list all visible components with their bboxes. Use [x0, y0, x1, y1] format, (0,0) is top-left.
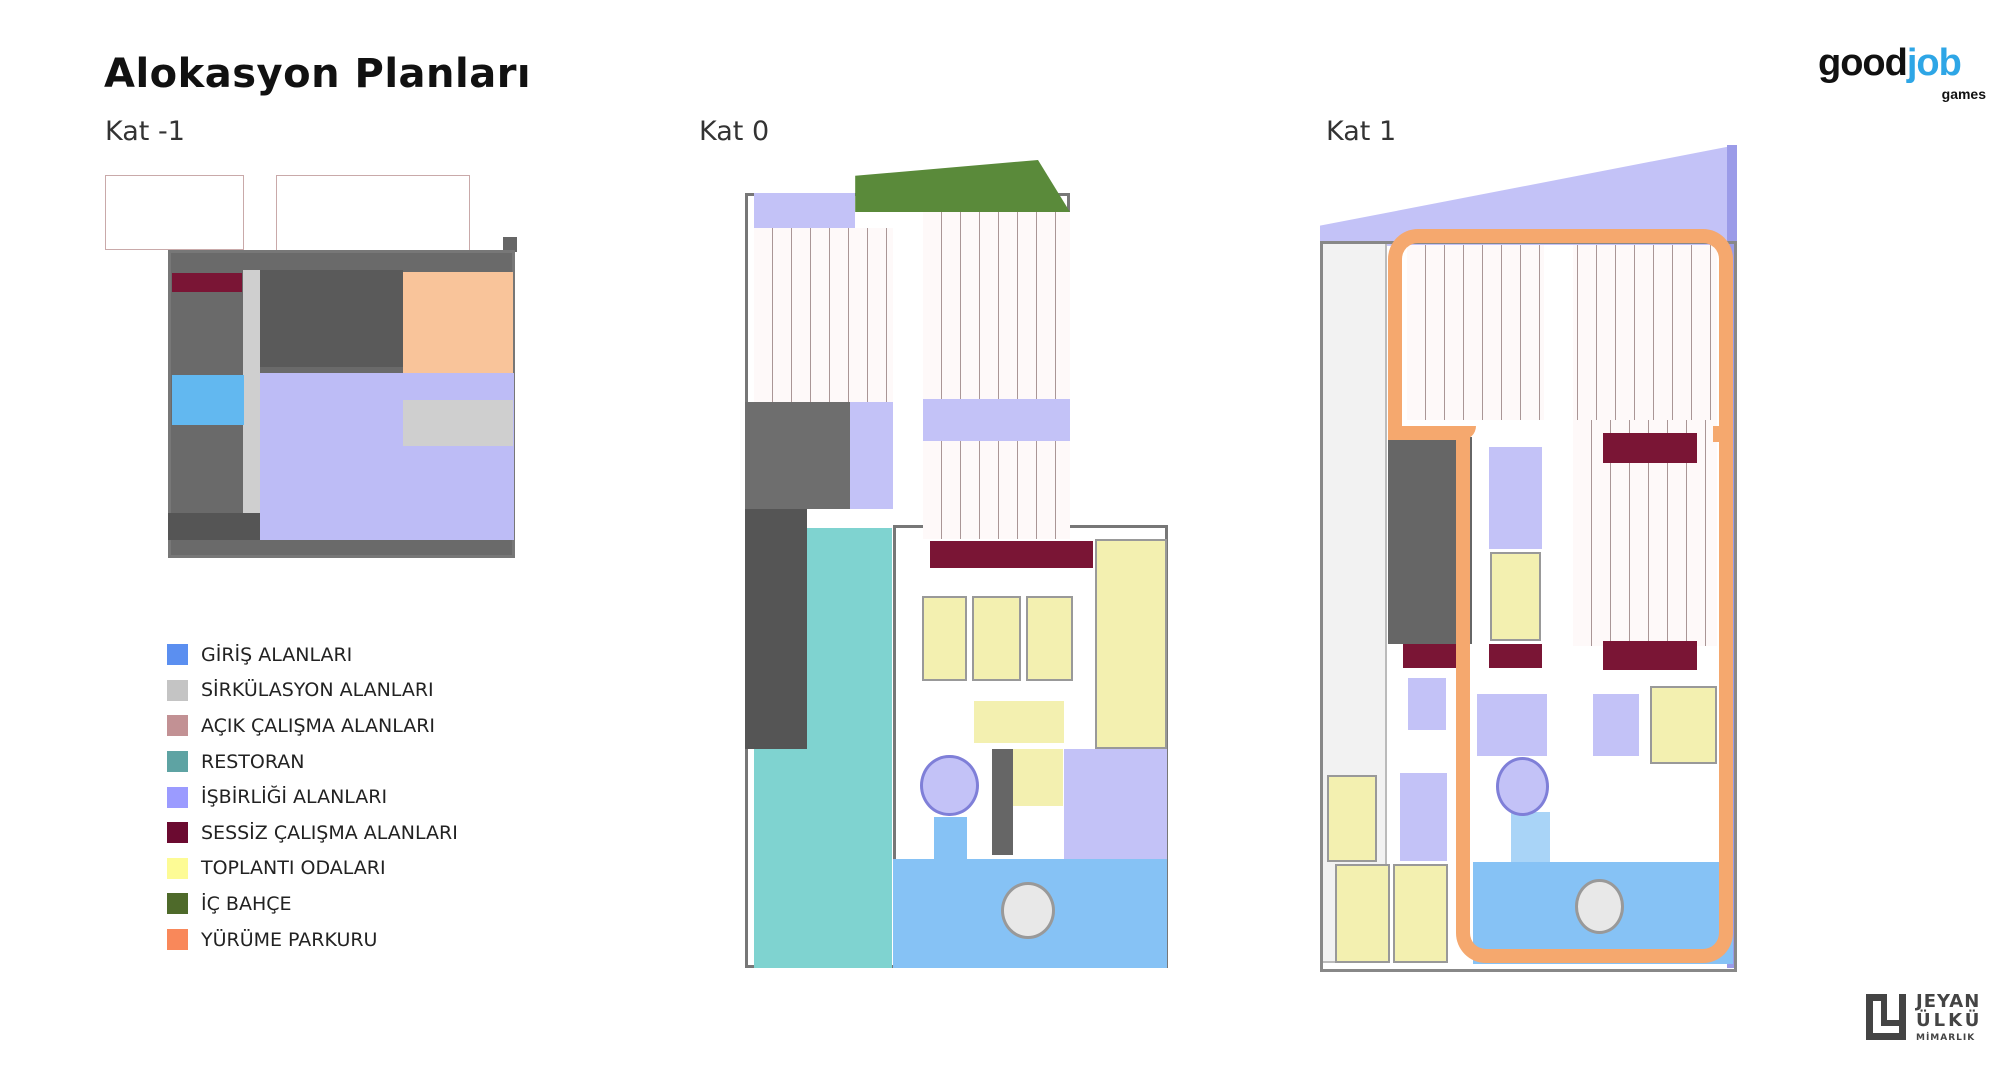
zone-ic-bahce	[855, 160, 1071, 213]
legend-item-sessiz-calisma: SESSİZ ÇALIŞMA ALANLARI	[167, 815, 458, 851]
zone-toplanti	[973, 701, 1064, 743]
zone-acik-calisma	[923, 441, 1070, 539]
legend: GİRİŞ ALANLARI SİRKÜLASYON ALANLARI AÇIK…	[167, 637, 458, 957]
legend-swatch	[167, 751, 188, 773]
zone-yurume-parkuru	[1388, 229, 1734, 435]
zone-neighbor-outline	[276, 175, 470, 252]
zone-isbirligi	[1476, 694, 1547, 756]
zone-isbirligi	[1592, 694, 1640, 756]
zone-restoran	[806, 528, 892, 749]
zone-toplanti	[1013, 748, 1064, 807]
legend-label: İÇ BAHÇE	[201, 892, 292, 915]
legend-swatch	[167, 893, 188, 915]
logo-job: job	[1906, 42, 1962, 84]
zone-sessiz-calisma	[929, 541, 1094, 568]
zone-isbirligi	[1408, 678, 1447, 730]
legend-swatch	[167, 679, 188, 701]
logo-wordmark: goodjob	[1818, 42, 1962, 84]
zone-service	[992, 748, 1014, 856]
column	[503, 236, 517, 252]
legend-swatch	[167, 929, 188, 951]
zone-toplanti	[1025, 596, 1073, 681]
zone-service	[744, 401, 850, 510]
legend-item-acik-calisma: AÇIK ÇALIŞMA ALANLARI	[167, 708, 458, 744]
legend-item-yurume-parkuru: YÜRÜME PARKURU	[167, 922, 458, 958]
zone-acik-calisma	[923, 212, 1070, 400]
zone-toplanti	[971, 596, 1022, 681]
floor-label-kat-1: Kat 1	[1326, 116, 1397, 147]
legend-label: SİRKÜLASYON ALANLARI	[201, 679, 434, 702]
zone-isbirligi-round	[920, 754, 979, 816]
zone-toplanti	[1095, 538, 1167, 749]
legend-item-giris: GİRİŞ ALANLARI	[167, 637, 458, 673]
architect-logo-mark-icon	[1866, 994, 1906, 1040]
zone-atrium-round	[1575, 879, 1624, 934]
zone-service-core	[744, 509, 807, 749]
zone-sessiz-calisma	[1603, 640, 1697, 671]
legend-label: AÇIK ÇALIŞMA ALANLARI	[201, 714, 436, 737]
zone-isbirligi	[1400, 772, 1447, 861]
legend-label: RESTORAN	[201, 750, 305, 773]
legend-swatch	[167, 786, 188, 808]
zone-isbirligi-round	[1496, 757, 1549, 817]
zone-service-rooms	[259, 269, 404, 367]
zone-toplanti	[1334, 864, 1390, 964]
legend-label: İŞBİRLİĞİ ALANLARI	[201, 786, 388, 809]
floor-plan-kat-1	[1320, 140, 1760, 980]
legend-label: TOPLANTI ODALARI	[201, 857, 386, 880]
floor-label-kat-minus-1: Kat -1	[105, 116, 185, 147]
legend-swatch	[167, 715, 188, 737]
zone-isbirligi	[753, 192, 856, 230]
zone-toplanti	[1392, 864, 1449, 964]
legend-swatch	[167, 857, 188, 879]
zone-toplanti	[1326, 775, 1377, 862]
zone-giris	[171, 375, 244, 426]
zone-isbirligi	[259, 373, 514, 541]
zone-yurume-parkuru	[1388, 425, 1477, 440]
legend-item-restoran: RESTORAN	[167, 744, 458, 780]
zone-isbirligi	[923, 399, 1070, 442]
legend-swatch	[167, 644, 188, 666]
zone-giris	[1511, 812, 1550, 863]
zone-yurume-parkuru	[1456, 434, 1734, 964]
zone-neighbor-outline	[105, 175, 244, 251]
zone-isbirligi	[1488, 446, 1542, 550]
zone-toplanti	[1650, 686, 1717, 765]
zone-circulation-stair	[403, 399, 514, 447]
zone-restoran	[753, 748, 892, 968]
architect-logo-line2: ÜLKÜ	[1916, 1010, 1983, 1031]
architect-logo-line3: MİMARLIK	[1916, 1033, 1976, 1043]
legend-swatch	[167, 822, 188, 844]
legend-label: YÜRÜME PARKURU	[201, 928, 378, 951]
zone-circulation-corridor	[243, 269, 260, 514]
legend-item-sirkulasyon: SİRKÜLASYON ALANLARI	[167, 673, 458, 709]
legend-label: GİRİŞ ALANLARI	[201, 643, 353, 666]
zone-reception-round	[1001, 881, 1055, 939]
legend-item-ic-bahce: İÇ BAHÇE	[167, 886, 458, 922]
page-title: Alokasyon Planları	[104, 51, 532, 97]
zone-acik-calisma	[753, 228, 893, 402]
jeyan-ulku-mimarlik-logo: JEYAN ÜLKÜ MİMARLIK	[1866, 992, 1986, 1048]
zone-service-bottom	[168, 513, 260, 541]
zone-isbirligi	[849, 401, 893, 510]
zone-yurume-parkuru	[1713, 425, 1734, 443]
zone-sessiz-calisma	[1603, 433, 1697, 463]
zone-sessiz-calisma	[171, 273, 242, 292]
zone-circulation-corridor	[1543, 245, 1574, 674]
logo-games: games	[1941, 86, 1986, 102]
zone-sessiz-calisma	[1488, 644, 1542, 669]
zone-isbirligi	[1063, 748, 1168, 860]
floor-plan-kat-minus-1	[100, 170, 530, 565]
zone-toplanti	[1489, 551, 1542, 641]
legend-item-toplanti: TOPLANTI ODALARI	[167, 851, 458, 887]
legend-label: SESSİZ ÇALIŞMA ALANLARI	[201, 821, 458, 844]
legend-item-isbirligi: İŞBİRLİĞİ ALANLARI	[167, 779, 458, 815]
goodjob-games-logo: goodjob games	[1818, 44, 1990, 106]
zone-giris	[934, 816, 967, 860]
floor-plan-kat-0	[740, 160, 1190, 980]
zone-toplanti	[921, 596, 967, 681]
floor-label-kat-0: Kat 0	[699, 116, 770, 147]
architect-logo-line1: JEYAN	[1916, 991, 1981, 1012]
logo-good: good	[1818, 42, 1908, 84]
